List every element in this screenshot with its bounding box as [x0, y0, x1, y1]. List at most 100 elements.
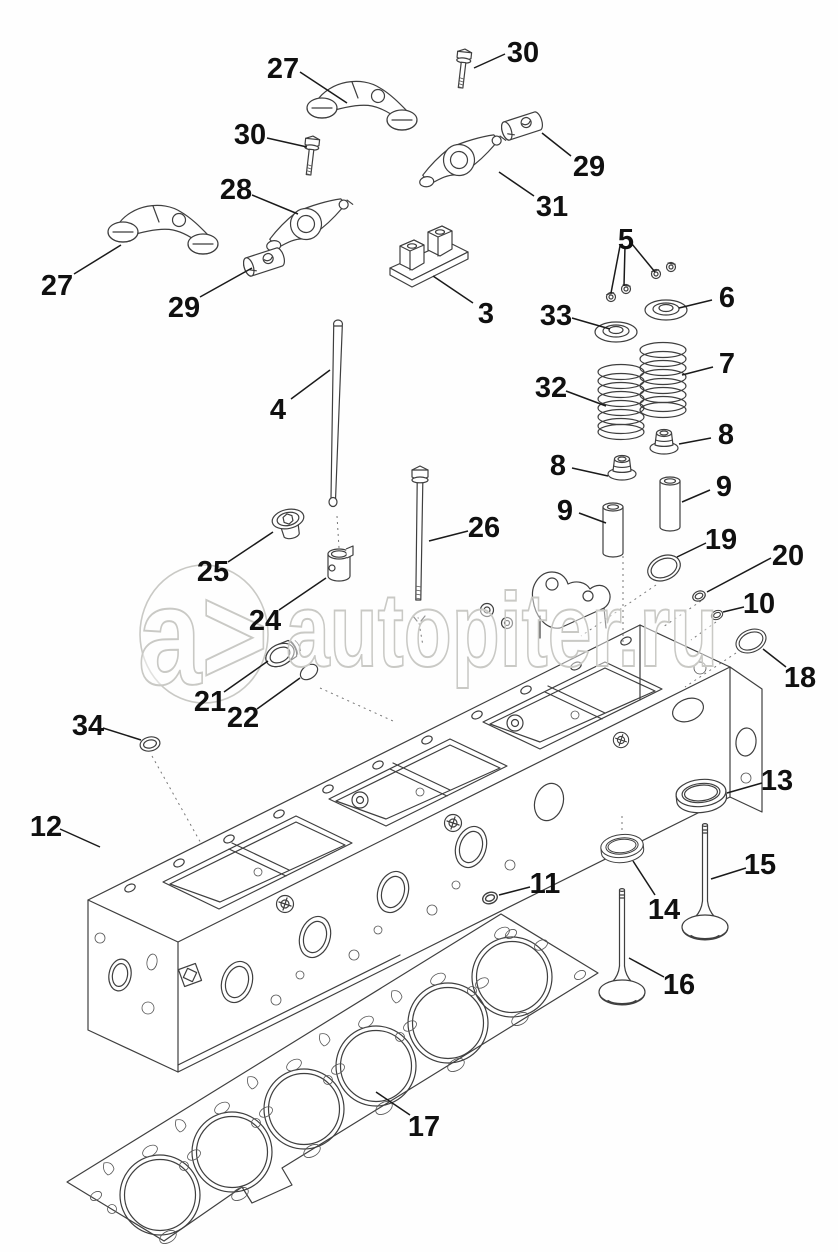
leader-line-6 [678, 299, 713, 309]
leader-line-24 [278, 577, 327, 611]
callout-9: 9 [557, 495, 573, 527]
dotted-assembly-line [684, 652, 737, 688]
leader-line-5 [610, 245, 621, 294]
part-33-spring-retainer [594, 321, 638, 343]
part-27-rocker-pivot-left [107, 204, 219, 255]
leader-line-13 [726, 782, 763, 794]
watermark: a> autopiter.ru [137, 556, 719, 715]
leader-line-8 [571, 467, 609, 477]
leader-line-17 [375, 1091, 411, 1116]
callout-8: 8 [550, 450, 566, 482]
leader-line-27 [299, 71, 348, 104]
leader-line-19 [676, 542, 707, 558]
callout-24: 24 [249, 605, 281, 637]
part-32-valve-spring [597, 363, 645, 441]
leader-line-10 [722, 606, 745, 613]
callout-18: 18 [784, 662, 816, 694]
callout-30: 30 [507, 37, 539, 69]
callout-31: 31 [536, 191, 568, 223]
leader-line-29 [541, 132, 572, 157]
callout-13: 13 [761, 765, 793, 797]
part-21-threaded-plug [265, 639, 301, 668]
part-3-rocker-support [389, 225, 469, 288]
callout-29: 29 [573, 151, 605, 183]
head-front-ports [177, 661, 707, 1006]
part-29-pivot-left [240, 246, 288, 278]
part-16-valve [598, 887, 646, 1006]
leader-line-11 [498, 886, 531, 896]
leader-line-30 [266, 137, 308, 148]
parts-layer [107, 47, 771, 1006]
dotted-assembly-line [151, 755, 203, 846]
leader-line-28 [251, 194, 299, 215]
leader-line-33 [571, 317, 611, 330]
head-wells [162, 661, 663, 910]
leader-line-9 [578, 512, 607, 524]
part-30-bolt-left [301, 134, 321, 177]
leader-line-21 [223, 660, 269, 693]
callout-9: 9 [716, 471, 732, 503]
watermark-site-text: autopiter.ru [286, 572, 718, 689]
leader-line-26 [428, 530, 469, 542]
part-25-plug [271, 508, 305, 540]
callout-14: 14 [648, 894, 680, 926]
callout-12: 12 [30, 811, 62, 843]
leader-line-15 [710, 867, 747, 880]
callout-26: 26 [468, 512, 500, 544]
dotted-assembly-line [690, 621, 717, 641]
leader-line-32 [565, 390, 607, 407]
callout-8: 8 [718, 419, 734, 451]
callout-27: 27 [267, 53, 299, 85]
callout-6: 6 [719, 282, 735, 314]
part-8-stem-seal-left [607, 454, 637, 481]
callout-27: 27 [41, 270, 73, 302]
part-7-valve-spring [639, 341, 687, 419]
leader-line-16 [628, 957, 665, 978]
part-26-head-bolt [411, 465, 429, 622]
part-31-rocker-arm [414, 132, 512, 189]
callout-30: 30 [234, 119, 266, 151]
leader-line-3 [432, 275, 474, 304]
head-bolt-holes [124, 636, 632, 893]
leader-line-7 [681, 366, 714, 376]
part-24-tappet [327, 545, 354, 582]
leader-line-27 [73, 244, 122, 275]
gasket-coolant-holes [90, 926, 586, 1244]
leader-line-8 [678, 437, 712, 445]
leader-line-5 [631, 243, 656, 273]
head-gasket-drawing [66, 913, 599, 1244]
callout-4: 4 [270, 394, 286, 426]
part-9-valve-guide-right [659, 476, 681, 532]
leader-line-9 [681, 489, 711, 503]
leader-line-12 [59, 828, 101, 848]
leader-line-18 [762, 648, 787, 668]
leader-line-20 [706, 557, 772, 593]
leader-line-31 [498, 171, 535, 197]
part-8-stem-seal-right [649, 428, 679, 455]
callout-33: 33 [540, 300, 572, 332]
dotted-assembly-line [319, 687, 394, 722]
leader-line-14 [632, 860, 656, 896]
head-towers [351, 602, 524, 809]
part-6-spring-retainer [644, 299, 688, 321]
callout-15: 15 [744, 849, 776, 881]
cylinder-head-drawing [87, 571, 763, 1073]
part-27-rocker-pivot-top [306, 80, 418, 131]
part-15-valve [681, 822, 729, 941]
callout-16: 16 [663, 969, 695, 1001]
dotted-assembly-line [417, 616, 424, 647]
leader-line-25 [227, 531, 274, 563]
callout-34: 34 [72, 710, 104, 742]
assembly-dotted-lines [151, 515, 737, 846]
callout-19: 19 [705, 524, 737, 556]
part-18-cup-plug [731, 624, 771, 658]
head-right-face [735, 727, 757, 784]
part-4-push-rod [328, 319, 344, 508]
callout-32: 32 [535, 372, 567, 404]
callout-29: 29 [168, 292, 200, 324]
callout-5: 5 [618, 224, 634, 256]
leader-line-4 [290, 369, 331, 400]
leader-line-29 [199, 267, 253, 298]
